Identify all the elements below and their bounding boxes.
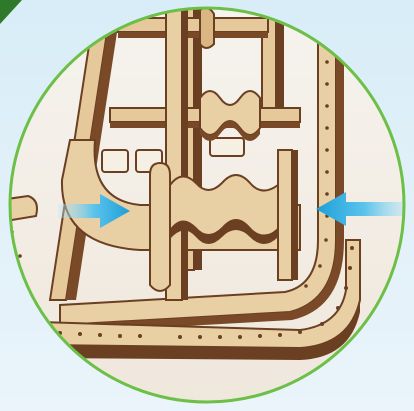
- corner-step-badge: [0, 0, 22, 24]
